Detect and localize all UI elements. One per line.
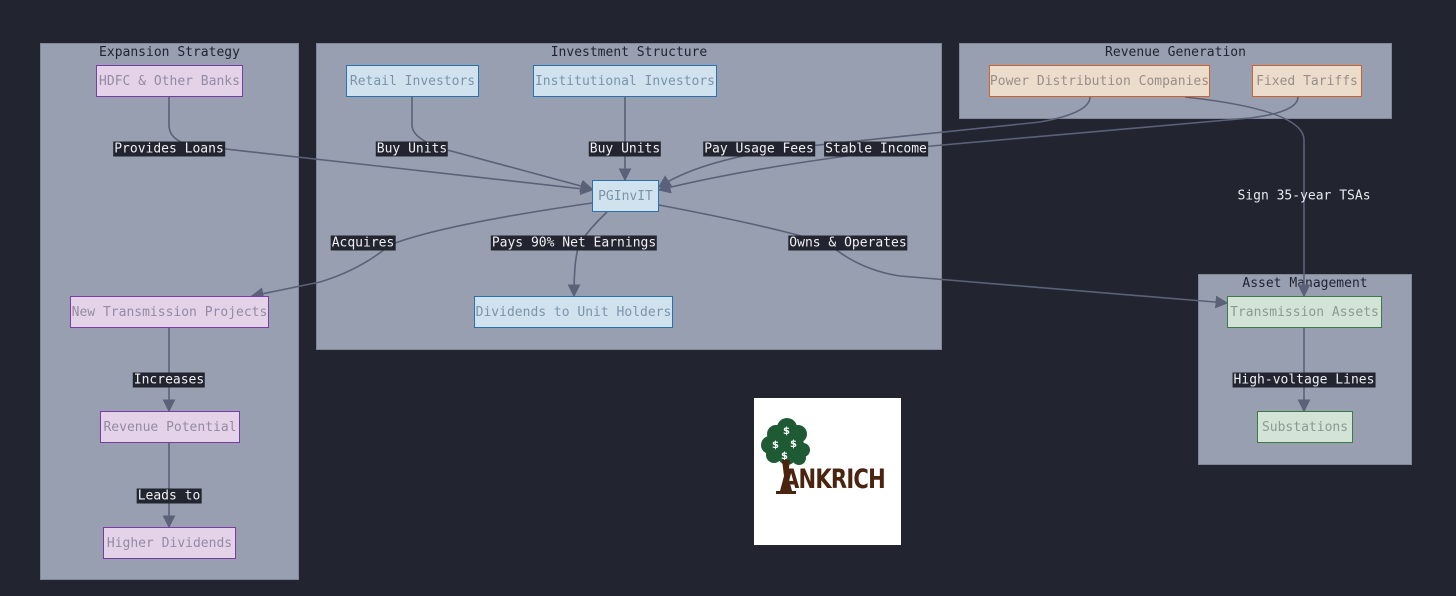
node-retail-investors[interactable]: Retail Investors bbox=[346, 65, 479, 97]
edge-label-hv-lines: High-voltage Lines bbox=[1232, 372, 1376, 388]
edge-label-acquires: Acquires bbox=[330, 235, 396, 251]
node-institutional-investors[interactable]: Institutional Investors bbox=[533, 65, 717, 97]
node-revenue-potential[interactable]: Revenue Potential bbox=[100, 411, 240, 443]
edge-owns-operates bbox=[658, 204, 1229, 309]
node-higher-dividends[interactable]: Higher Dividends bbox=[103, 527, 236, 559]
edge-label-provides-loans: Provides Loans bbox=[113, 141, 225, 157]
logo-text: ANKRICH bbox=[783, 464, 886, 495]
svg-text:$: $ bbox=[772, 440, 779, 451]
node-transmission-assets[interactable]: Transmission Assets bbox=[1227, 296, 1382, 328]
node-pginvit[interactable]: PGInvIT bbox=[592, 180, 659, 212]
edge-label-increases: Increases bbox=[132, 372, 206, 388]
money-tree-icon: $ $ $ $ bbox=[761, 418, 810, 494]
edge-label-owns-operates: Owns & Operates bbox=[788, 235, 908, 251]
node-hdfc-banks[interactable]: HDFC & Other Banks bbox=[96, 65, 243, 97]
edge-label-buy-units-inst: Buy Units bbox=[588, 141, 662, 157]
edge-sign-tsas bbox=[1184, 96, 1311, 298]
edge-label-pay-usage-fees: Pay Usage Fees bbox=[703, 141, 815, 157]
node-substations[interactable]: Substations bbox=[1257, 411, 1353, 443]
cluster-title-expansion: Expansion Strategy bbox=[99, 45, 240, 60]
node-fixed-tariffs[interactable]: Fixed Tariffs bbox=[1252, 65, 1362, 97]
node-power-distribution[interactable]: Power Distribution Companies bbox=[989, 65, 1210, 97]
cluster-title-asset: Asset Management bbox=[1242, 276, 1368, 291]
node-dividends[interactable]: Dividends to Unit Holders bbox=[474, 296, 673, 328]
svg-text:$: $ bbox=[790, 439, 797, 450]
edge-label-buy-units-retail: Buy Units bbox=[375, 141, 449, 157]
svg-text:$: $ bbox=[781, 451, 788, 462]
edge-acquires bbox=[250, 202, 593, 300]
cluster-title-investment: Investment Structure bbox=[550, 45, 708, 60]
edge-label-sign-tsas: Sign 35-year TSAs bbox=[1237, 188, 1371, 204]
tankrich-logo: $ $ $ $ ANKRICH bbox=[754, 398, 901, 545]
edge-pays-earnings bbox=[567, 211, 608, 298]
edge-label-leads-to: Leads to bbox=[136, 488, 202, 504]
edge-label-pays-earnings: Pays 90% Net Earnings bbox=[490, 235, 658, 251]
node-new-transmission-projects[interactable]: New Transmission Projects bbox=[70, 296, 269, 328]
svg-text:$: $ bbox=[783, 426, 790, 437]
cluster-title-revenue: Revenue Generation bbox=[1105, 45, 1246, 60]
edge-label-stable-income: Stable Income bbox=[824, 141, 928, 157]
